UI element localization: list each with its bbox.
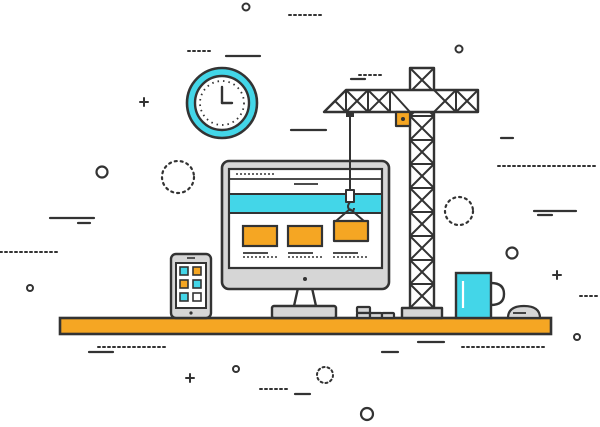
tower-crane: [322, 66, 480, 320]
desk: [58, 316, 553, 336]
keyboard-icon: [355, 305, 396, 320]
computer-mouse-icon: [506, 304, 542, 320]
wall-clock-icon: [185, 66, 259, 140]
smartphone-icon: [169, 252, 213, 320]
coffee-mug-icon: [454, 271, 506, 320]
